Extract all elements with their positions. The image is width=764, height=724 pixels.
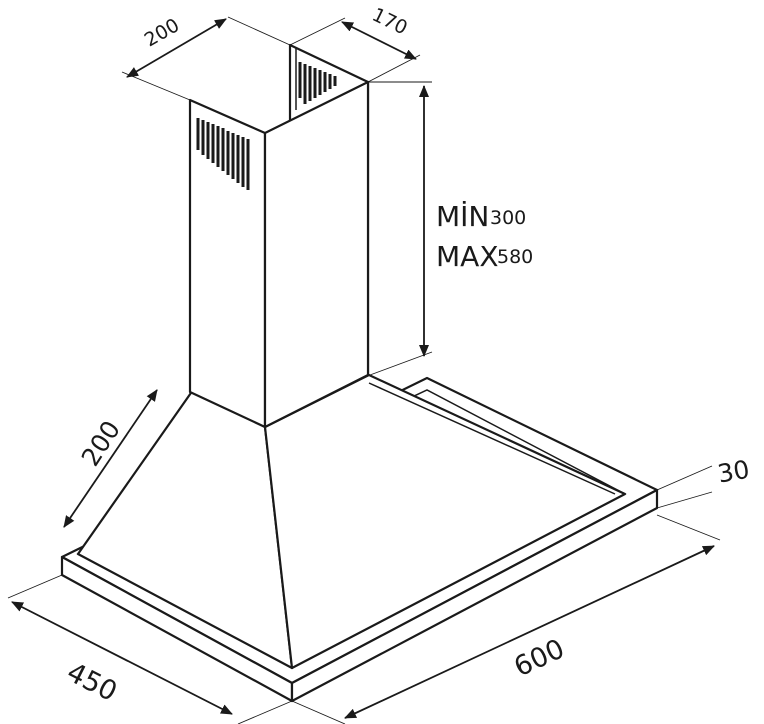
- hood-depth-label: 450: [62, 657, 122, 708]
- chimney-depth-arrow: [341, 21, 417, 60]
- hood-width-label: 600: [509, 633, 569, 683]
- min-value: 300: [490, 207, 526, 229]
- hood-depth-arrow: [11, 601, 233, 715]
- vent-slots-right: [298, 62, 337, 104]
- hood-width-arrow: [344, 545, 715, 719]
- chimney-depth-label: 170: [369, 4, 411, 40]
- vent-slots-left: [196, 118, 250, 190]
- base-thickness-label: 30: [715, 455, 751, 489]
- chimney: [188, 43, 370, 429]
- canopy-slope-arrow: [63, 389, 158, 528]
- extension-lines: [7, 16, 721, 724]
- dimension-arrows: [11, 18, 715, 719]
- max-value: 580: [497, 246, 533, 268]
- chimney-width-arrow: [126, 18, 227, 78]
- canopy-slope-label: 200: [76, 415, 126, 471]
- min-label: MİN: [436, 200, 489, 233]
- max-label: MAX: [436, 240, 499, 273]
- chimney-width-label: 200: [141, 14, 183, 51]
